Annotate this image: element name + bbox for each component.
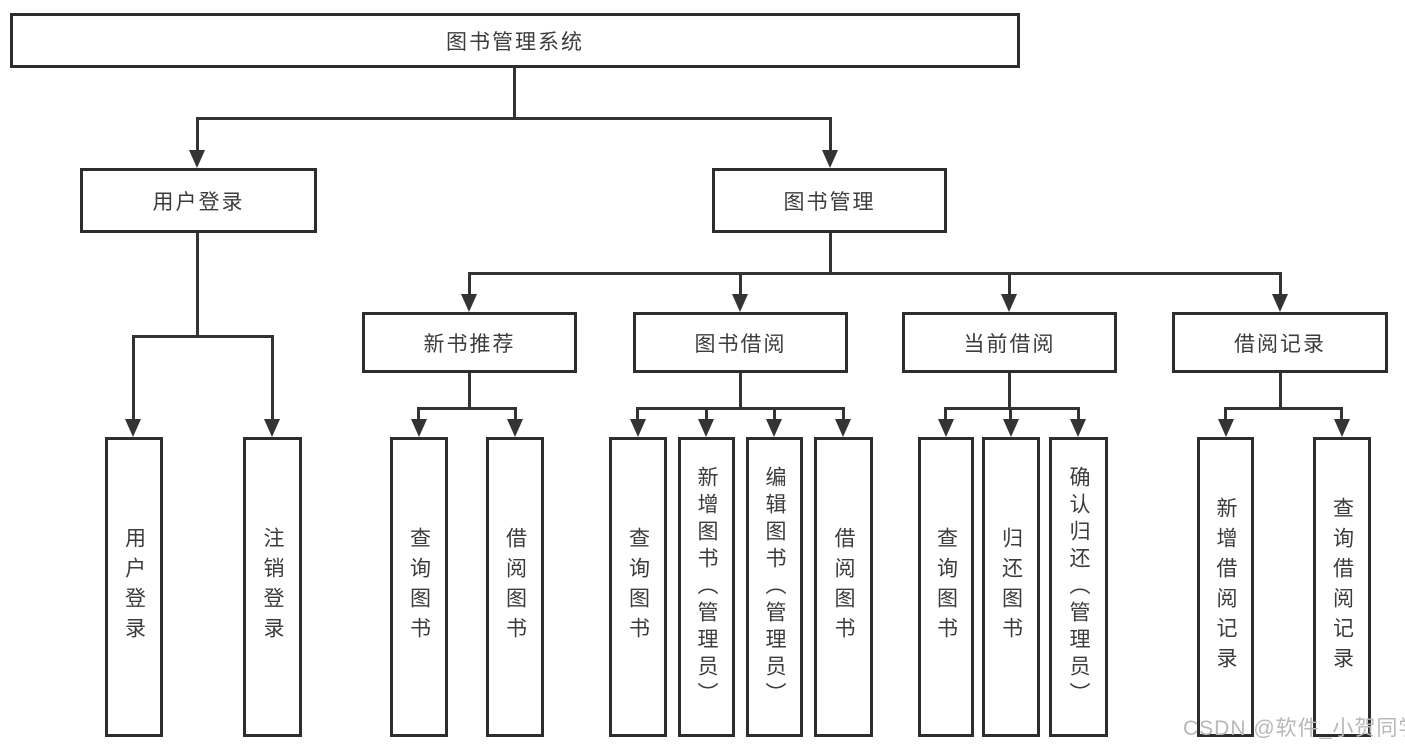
- connector-line: [1008, 373, 1011, 410]
- arrowhead-down-icon: [766, 419, 782, 437]
- node-user-login-label: 用户登录: [152, 190, 245, 214]
- connector-line: [1279, 373, 1282, 410]
- node-root-system-label: 图书管理系统: [446, 30, 584, 54]
- leaf-cb-confirm-return: 确认归还（管理员）: [1049, 437, 1108, 737]
- leaf-user-login-label: 用户登录: [122, 527, 146, 647]
- node-new-book-recommend: 新书推荐: [362, 312, 577, 373]
- leaf-user-login: 用户登录: [105, 437, 163, 737]
- connector-line: [1340, 407, 1343, 421]
- leaf-bb-add-book-label: 新增图书（管理员）: [695, 465, 718, 709]
- connector-line: [636, 407, 639, 421]
- connector-line: [739, 272, 742, 295]
- connector-line: [514, 407, 517, 421]
- connector-line: [944, 407, 947, 421]
- connector-line: [739, 373, 742, 410]
- leaf-br-add-record-label: 新增借阅记录: [1214, 497, 1237, 677]
- connector-line: [513, 68, 516, 118]
- connector-line: [197, 117, 831, 120]
- leaf-bb-edit-book: 编辑图书（管理员）: [746, 437, 803, 737]
- leaf-bb-query-book-label: 查询图书: [626, 527, 650, 647]
- connector-line: [636, 407, 844, 410]
- arrowhead-down-icon: [1218, 419, 1234, 437]
- connector-line: [1009, 407, 1012, 421]
- connector-line: [1279, 272, 1282, 295]
- connector-line: [196, 117, 199, 151]
- arrowhead-down-icon: [1001, 294, 1017, 312]
- leaf-br-query-record: 查询借阅记录: [1313, 437, 1371, 737]
- node-current-borrow-label: 当前借阅: [963, 332, 1056, 356]
- arrowhead-down-icon: [822, 150, 838, 168]
- node-new-book-recommend-label: 新书推荐: [423, 332, 516, 356]
- node-user-login: 用户登录: [80, 168, 317, 233]
- connector-line: [773, 407, 776, 421]
- arrowhead-down-icon: [732, 294, 748, 312]
- arrowhead-down-icon: [507, 419, 523, 437]
- leaf-bb-edit-book-label: 编辑图书（管理员）: [763, 465, 786, 709]
- arrowhead-down-icon: [189, 150, 205, 168]
- connector-line: [133, 335, 274, 338]
- connector-line: [417, 407, 517, 410]
- connector-line: [468, 272, 471, 295]
- leaf-nb-query-book: 查询图书: [390, 437, 448, 737]
- connector-line: [132, 335, 135, 420]
- leaf-logout-label: 注销登录: [261, 527, 284, 647]
- node-borrow-records-label: 借阅记录: [1234, 332, 1326, 356]
- arrowhead-down-icon: [461, 294, 477, 312]
- arrowhead-down-icon: [835, 419, 851, 437]
- node-book-borrow-label: 图书借阅: [694, 332, 787, 356]
- connector-line: [705, 407, 708, 421]
- arrowhead-down-icon: [1003, 419, 1019, 437]
- node-root-system: 图书管理系统: [10, 13, 1020, 68]
- leaf-bb-query-book: 查询图书: [609, 437, 667, 737]
- arrowhead-down-icon: [1070, 419, 1086, 437]
- leaf-cb-confirm-return-label: 确认归还（管理员）: [1067, 465, 1090, 709]
- node-book-management-label: 图书管理: [783, 190, 876, 214]
- connector-line: [829, 117, 832, 151]
- leaf-cb-return-book-label: 归还图书: [999, 527, 1023, 647]
- leaf-bb-borrow-book-label: 借阅图书: [832, 527, 855, 647]
- leaf-br-query-record-label: 查询借阅记录: [1330, 497, 1354, 677]
- connector-line: [829, 233, 832, 275]
- leaf-cb-query-book: 查询图书: [918, 437, 974, 737]
- csdn-watermark: CSDN @软件_小贺同学: [1183, 717, 1405, 740]
- arrowhead-down-icon: [411, 419, 427, 437]
- connector-line: [417, 407, 420, 421]
- leaf-nb-borrow-book: 借阅图书: [486, 437, 544, 737]
- arrowhead-down-icon: [630, 419, 646, 437]
- leaf-bb-borrow-book: 借阅图书: [814, 437, 873, 737]
- connector-line: [468, 373, 471, 410]
- connector-line: [1224, 407, 1227, 421]
- node-book-borrow: 图书借阅: [633, 312, 848, 373]
- arrowhead-down-icon: [125, 419, 141, 437]
- node-book-management: 图书管理: [712, 168, 947, 233]
- connector-line: [271, 335, 274, 420]
- leaf-nb-query-book-label: 查询图书: [407, 527, 431, 647]
- leaf-cb-query-book-label: 查询图书: [934, 527, 958, 647]
- arrowhead-down-icon: [264, 419, 280, 437]
- connector-line: [196, 233, 199, 338]
- leaf-cb-return-book: 归还图书: [982, 437, 1040, 737]
- leaf-nb-borrow-book-label: 借阅图书: [503, 527, 527, 647]
- node-borrow-records: 借阅记录: [1172, 312, 1388, 373]
- leaf-bb-add-book: 新增图书（管理员）: [678, 437, 735, 737]
- arrowhead-down-icon: [938, 419, 954, 437]
- node-current-borrow: 当前借阅: [902, 312, 1117, 373]
- connector-line: [1077, 407, 1080, 421]
- connector-line: [1224, 407, 1342, 410]
- connector-line: [1008, 272, 1011, 295]
- leaf-logout: 注销登录: [243, 437, 302, 737]
- arrowhead-down-icon: [698, 419, 714, 437]
- leaf-br-add-record: 新增借阅记录: [1197, 437, 1254, 737]
- arrowhead-down-icon: [1334, 419, 1350, 437]
- arrowhead-down-icon: [1272, 294, 1288, 312]
- connector-line: [842, 407, 845, 421]
- connector-line: [468, 272, 1282, 275]
